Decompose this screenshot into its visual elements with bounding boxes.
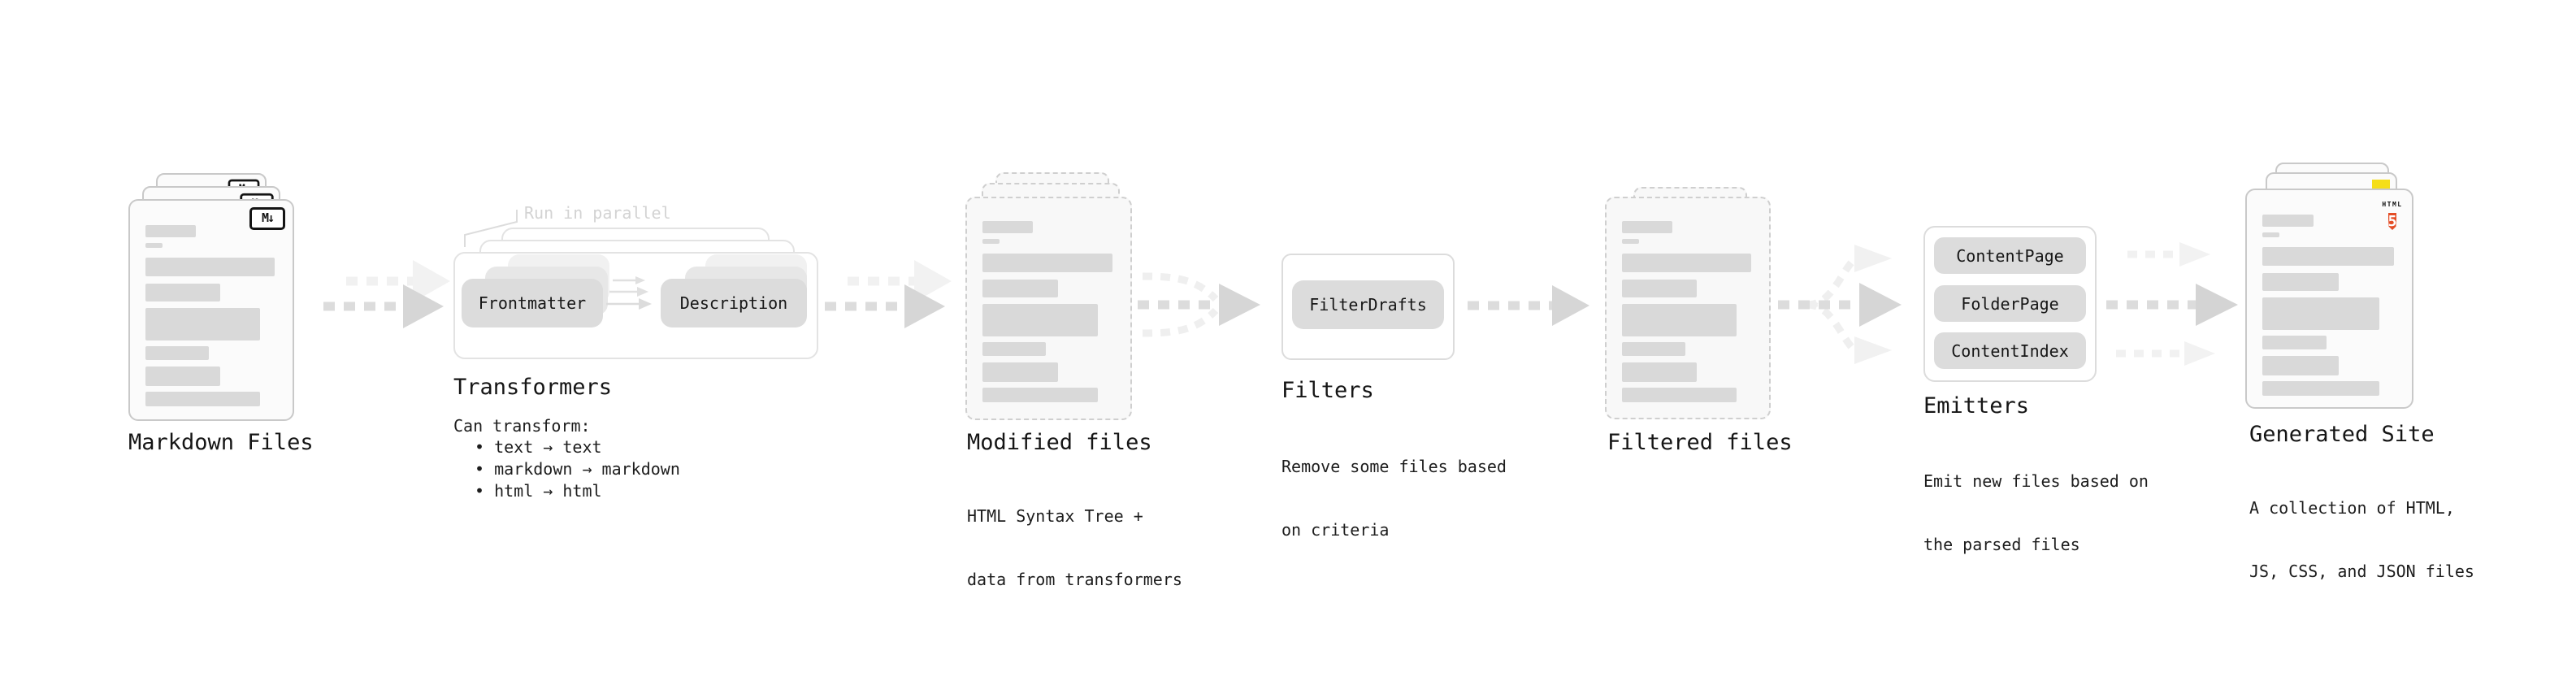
skeleton-line	[145, 225, 196, 237]
html5-caption: HTML	[2382, 201, 2403, 208]
skeleton-line	[1622, 254, 1751, 272]
document-skeleton	[2262, 215, 2396, 396]
stage-description-modified-files: HTML Syntax Tree + data from transformer…	[967, 463, 1182, 632]
skeleton-line	[145, 392, 260, 406]
skeleton-line	[1622, 342, 1685, 356]
skeleton-line	[982, 254, 1112, 272]
stage-description-transformers: Can transform:	[453, 416, 591, 436]
document-card: M↓	[128, 199, 294, 421]
skeleton-line	[1622, 221, 1672, 233]
merge-arrow-icon	[1138, 272, 1260, 337]
description-line: A collection of HTML,	[2249, 498, 2455, 518]
split-arrow-icon	[1778, 245, 1902, 364]
document-skeleton	[982, 221, 1115, 402]
flow-arrow-icon	[825, 260, 952, 328]
skeleton-line	[982, 362, 1058, 382]
flow-arrow-icon	[1468, 285, 1589, 326]
stage-description-generated-site: A collection of HTML, JS, CSS, and JSON …	[2249, 455, 2474, 624]
transformers-bullet-list: • text → text • markdown → markdown • ht…	[475, 436, 680, 502]
description-line: on criteria	[1281, 520, 1390, 540]
callout-line-icon	[464, 210, 518, 247]
js-icon	[2372, 180, 2390, 190]
skeleton-line	[145, 308, 260, 340]
description-line: Remove some files based	[1281, 457, 1507, 476]
stage-description-filters: Remove some files based on criteria	[1281, 414, 1507, 583]
description-line: data from transformers	[967, 570, 1182, 589]
skeleton-line	[145, 346, 209, 360]
stage-label-emitters: Emitters	[1923, 393, 2030, 419]
document-skeleton	[1622, 221, 1754, 402]
markdown-icon: M↓	[249, 207, 285, 230]
stage-description-emitters: Emit new files based on the parsed files	[1923, 428, 2149, 597]
document-card: HTML 5	[2245, 189, 2413, 409]
description-line: HTML Syntax Tree +	[967, 506, 1143, 526]
skeleton-line	[2262, 297, 2379, 330]
parallel-arrows-icon	[2106, 242, 2238, 366]
skeleton-line	[982, 388, 1098, 402]
description-line: JS, CSS, and JSON files	[2249, 562, 2474, 581]
plugin-contentpage: ContentPage	[1934, 237, 2086, 274]
stage-label-generated-site: Generated Site	[2249, 422, 2435, 447]
skeleton-line	[2262, 247, 2394, 266]
plugin-frontmatter: Frontmatter	[462, 279, 603, 327]
plugin-filterdrafts: FilterDrafts	[1292, 280, 1444, 329]
flow-arrow-icon	[323, 260, 450, 328]
bullet-item: • text → text	[475, 437, 602, 457]
skeleton-line	[145, 258, 275, 276]
stage-label-markdown-files: Markdown Files	[128, 430, 314, 455]
skeleton-line	[982, 342, 1047, 356]
stage-label-filtered-files: Filtered files	[1607, 430, 1793, 455]
stage-label-transformers: Transformers	[453, 375, 613, 400]
skeleton-line	[2262, 336, 2327, 349]
skeleton-line	[2262, 273, 2340, 291]
skeleton-line	[2262, 232, 2280, 237]
stage-label-filters: Filters	[1281, 378, 1374, 403]
skeleton-line	[1622, 239, 1640, 244]
skeleton-line	[1622, 388, 1737, 402]
document-card	[965, 197, 1132, 420]
skeleton-line	[1622, 280, 1698, 297]
plugin-folderpage: FolderPage	[1934, 285, 2086, 322]
run-in-parallel-annotation: Run in parallel	[524, 203, 671, 223]
document-skeleton	[145, 225, 277, 406]
html5-shield: 5	[2387, 213, 2397, 230]
skeleton-line	[1622, 362, 1698, 382]
skeleton-line	[982, 280, 1058, 297]
skeleton-line	[2262, 381, 2379, 396]
description-line: the parsed files	[1923, 535, 2080, 554]
skeleton-line	[982, 239, 1000, 244]
skeleton-line	[145, 367, 221, 386]
skeleton-line	[145, 243, 163, 248]
skeleton-line	[2262, 215, 2314, 227]
bullet-item: • markdown → markdown	[475, 459, 680, 479]
skeleton-line	[145, 284, 221, 301]
skeleton-line	[2262, 356, 2340, 375]
skeleton-line	[982, 304, 1098, 336]
plugin-description: Description	[661, 279, 807, 327]
stage-label-modified-files: Modified files	[967, 430, 1152, 455]
description-line: Emit new files based on	[1923, 471, 2149, 491]
bullet-item: • html → html	[475, 481, 602, 501]
document-card	[1605, 197, 1771, 419]
plugin-arrows-icon	[606, 276, 652, 310]
skeleton-line	[1622, 304, 1737, 336]
html5-icon: HTML 5	[2379, 194, 2405, 233]
skeleton-line	[982, 221, 1033, 233]
plugin-contentindex: ContentIndex	[1934, 332, 2086, 369]
